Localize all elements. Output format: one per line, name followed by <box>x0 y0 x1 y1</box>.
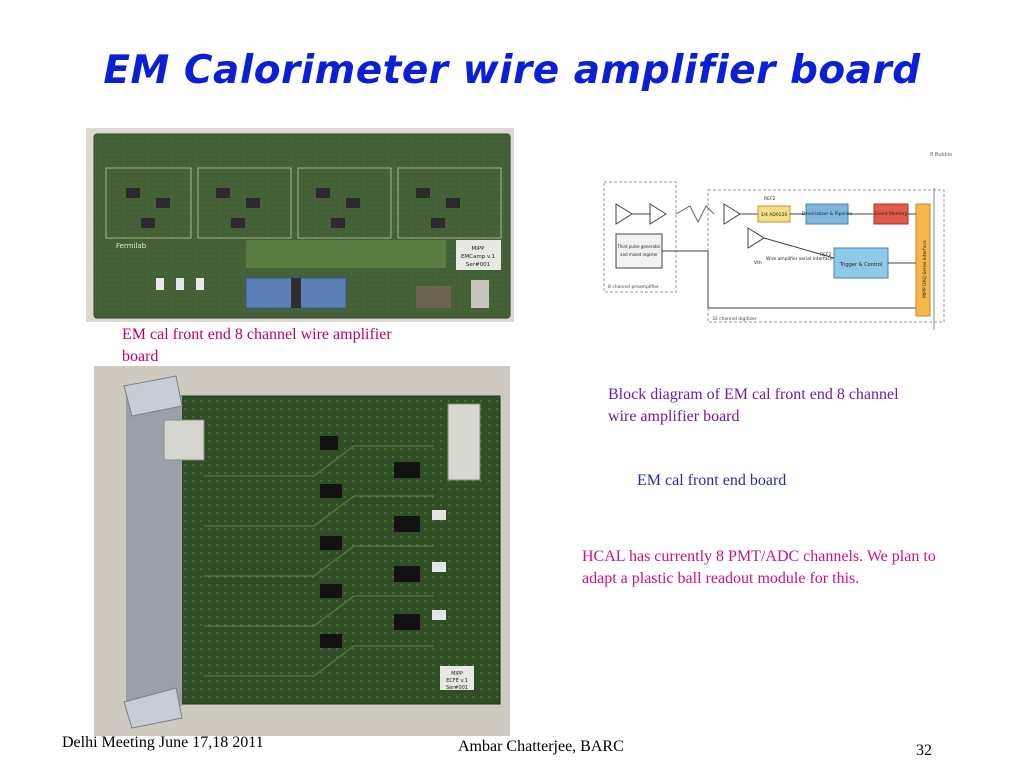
front-end-board-illustration: MIPP ECFE v.1 Ser#001 <box>94 366 510 736</box>
svg-text:and mixed register: and mixed register <box>620 252 658 257</box>
svg-text:EMCamp v.1: EMCamp v.1 <box>461 254 495 260</box>
bd-ref-bottom: REF2 <box>820 252 832 258</box>
bd-ref-top: REF2 <box>764 196 776 202</box>
svg-text:Fermilab: Fermilab <box>116 242 147 250</box>
svg-text:ECFE v.1: ECFE v.1 <box>446 678 468 684</box>
front-end-board-photo: MIPP ECFE v.1 Ser#001 <box>94 366 510 736</box>
bd-wire-amp-label: Wire amplifier serial interface <box>766 256 833 262</box>
page-title: EM Calorimeter wire amplifier board <box>103 48 921 93</box>
bd-corner-label: 8 Bubble <box>930 152 952 158</box>
bd-vth-label: Vth <box>754 260 762 266</box>
block-diagram-svg: 8 Bubble 1/4 AD9220 Deserializer & Pipel… <box>598 148 958 334</box>
amp-board-photo: MIPP EMCamp v.1 Ser#001 Fermilab <box>86 128 514 322</box>
svg-text:Ser#001: Ser#001 <box>446 685 468 691</box>
footer-center: Ambar Chatterjee, BARC <box>458 738 624 755</box>
bd-trigger-label: Trigger & Control <box>839 262 882 268</box>
bd-digitizer-label: 32 channel digitizer <box>712 316 757 322</box>
slide-number: 32 <box>916 742 932 759</box>
bd-third-pulse-label: Third pulse generator <box>616 244 661 249</box>
svg-text:Ser#001: Ser#001 <box>466 262 490 268</box>
bd-deserializer-label: Deserializer & Pipeline <box>802 211 853 217</box>
bd-adc-label: 1/4 AD9220 <box>761 212 788 218</box>
front-end-caption: EM cal front end board <box>637 472 787 489</box>
footer-left: Delhi Meeting June 17,18 2011 <box>62 734 264 751</box>
svg-text:MIPP: MIPP <box>451 671 463 677</box>
bd-event-memory-label: Event Memory <box>875 211 908 217</box>
bd-preamp-label: 8 channel preamplifier <box>608 284 659 290</box>
block-diagram: 8 Bubble 1/4 AD9220 Deserializer & Pipel… <box>598 148 958 334</box>
amp-board-illustration: MIPP EMCamp v.1 Ser#001 Fermilab <box>86 128 514 322</box>
bd-daq-label: MIPP DAQ Serial Interface <box>922 240 928 298</box>
amp-board-caption: EM cal front end 8 channel wire amplifie… <box>122 326 392 365</box>
hcal-caption: HCAL has currently 8 PMT/ADC channels. W… <box>582 548 936 587</box>
svg-text:MIPP: MIPP <box>471 246 485 252</box>
block-diagram-caption: Block diagram of EM cal front end 8 chan… <box>608 386 899 425</box>
